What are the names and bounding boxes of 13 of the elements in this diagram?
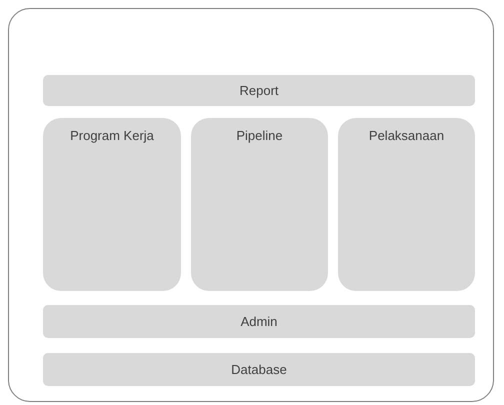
module-label: Pipeline xyxy=(236,128,283,143)
module-panel xyxy=(338,118,475,291)
module-panel xyxy=(191,118,328,291)
module-label: Pelaksanaan xyxy=(368,128,444,143)
module-label: Admin xyxy=(240,314,278,329)
module-label: Report xyxy=(239,83,279,98)
layer-bar xyxy=(43,353,475,386)
outer-frame xyxy=(8,8,494,402)
layer-bar xyxy=(43,305,475,338)
module-panel xyxy=(43,118,181,291)
module-label: Program Kerja xyxy=(70,128,154,143)
layer-bar xyxy=(43,75,475,106)
module-label: Database xyxy=(231,362,287,377)
